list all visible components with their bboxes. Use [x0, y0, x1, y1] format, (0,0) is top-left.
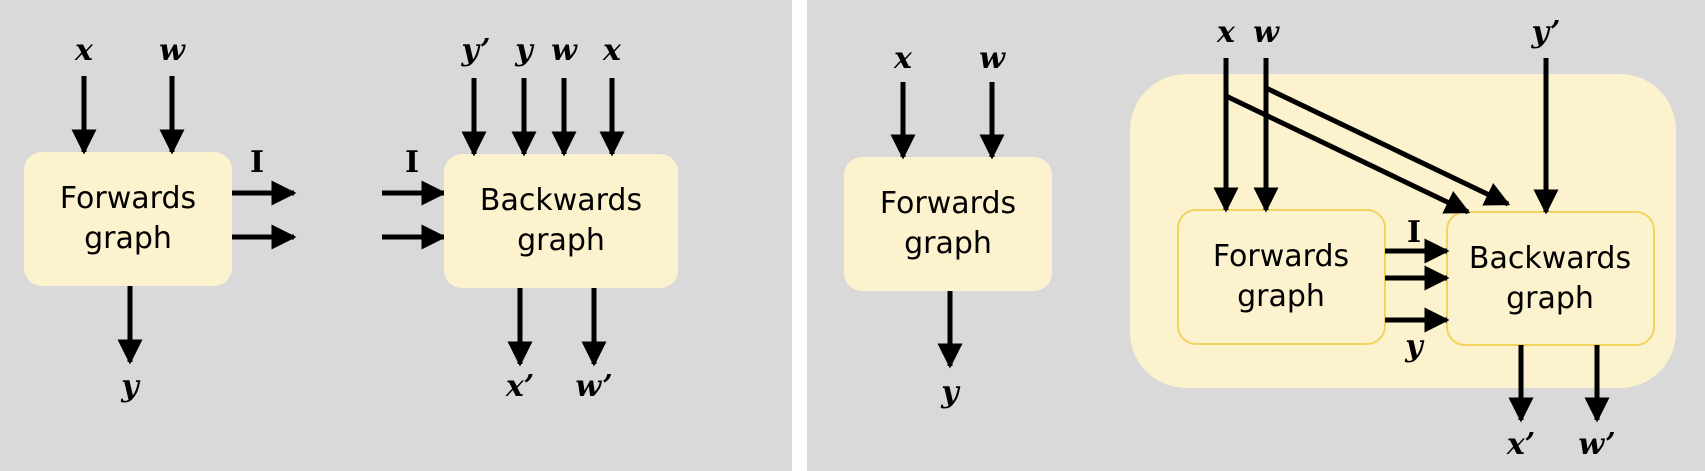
fused-arrow-w-to-backward — [1264, 85, 1511, 207]
left-output-xgrad: x’ — [505, 369, 534, 404]
inner-backward-graph: Backwards graph — [1446, 211, 1655, 346]
fused-inner-output-y: y — [1404, 329, 1425, 364]
left-backward-input-ygrad: y’ — [461, 33, 491, 68]
right-forward-label-2: graph — [904, 226, 992, 261]
left-forward-label-1: Forwards — [60, 181, 196, 216]
inner-forward-box — [1177, 209, 1386, 345]
fused-input-x: x — [1216, 15, 1236, 50]
right-forward-box — [844, 157, 1052, 291]
left-forward-label-2: graph — [84, 221, 172, 256]
left-backward-label-2: graph — [517, 223, 605, 258]
fused-arrow-x-to-backward — [1224, 93, 1471, 215]
inner-backward-box — [1446, 211, 1655, 346]
fused-output-wgrad: w’ — [1578, 427, 1615, 462]
fused-output-xgrad: x’ — [1506, 427, 1535, 462]
right-input-w: w — [979, 41, 1006, 76]
inner-forward-label-2: graph — [1237, 279, 1325, 314]
inner-forward-graph: Forwards graph — [1177, 209, 1386, 345]
left-input-x: x — [74, 33, 94, 68]
left-output-y: y — [120, 369, 141, 404]
left-forward-box — [24, 152, 232, 286]
right-forward-graph: Forwards graph — [844, 157, 1052, 291]
right-forward-label-1: Forwards — [880, 186, 1016, 221]
left-backward-input-w: w — [551, 33, 578, 68]
left-intermediate-label-out: I — [250, 145, 264, 180]
fused-intermediate-label: I — [1407, 215, 1421, 250]
fused-input-w: w — [1253, 15, 1280, 50]
left-output-wgrad: w’ — [575, 369, 612, 404]
left-forward-graph: Forwards graph — [24, 152, 232, 286]
left-input-w: w — [159, 33, 186, 68]
right-output-y: y — [940, 375, 961, 410]
left-intermediate-label-in: I — [405, 145, 419, 180]
right-input-x: x — [893, 41, 913, 76]
left-backward-graph: Backwards graph — [444, 154, 678, 288]
inner-backward-label-2: graph — [1506, 281, 1594, 316]
left-backward-input-y: y — [514, 33, 535, 68]
fused-input-ygrad: y’ — [1531, 15, 1561, 50]
inner-forward-label-1: Forwards — [1213, 239, 1349, 274]
left-backward-label-1: Backwards — [480, 183, 642, 218]
inner-backward-label-1: Backwards — [1469, 241, 1631, 276]
left-backward-input-x: x — [602, 33, 622, 68]
left-backward-box — [444, 154, 678, 288]
